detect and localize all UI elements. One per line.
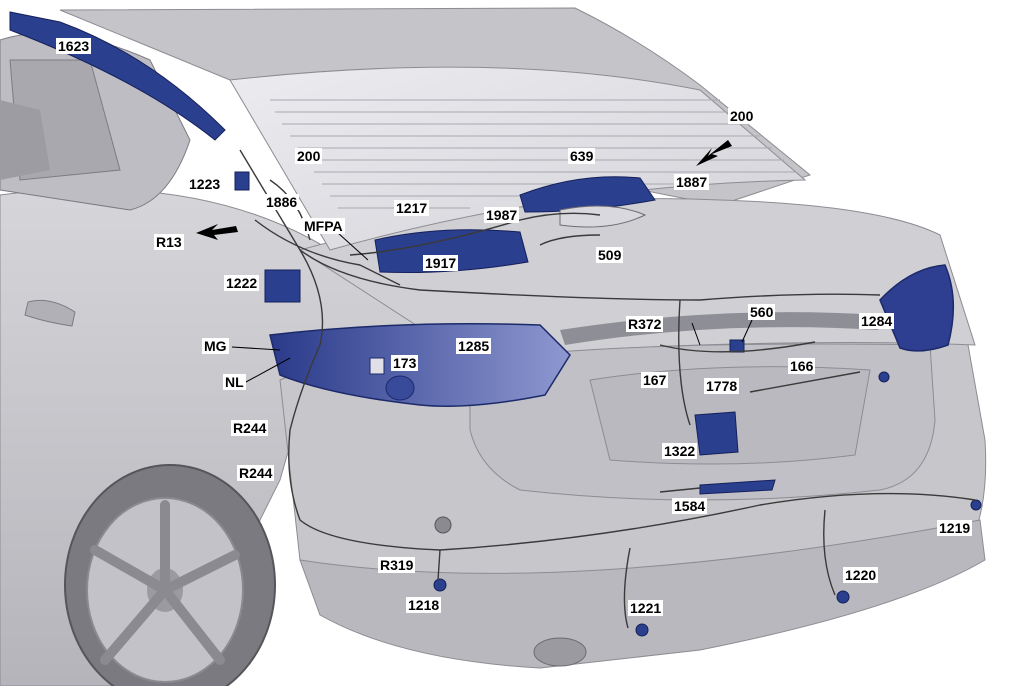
callout-1584: 1584 (672, 498, 708, 514)
callout-1285: 1285 (456, 338, 492, 354)
callout-1222: 1222 (224, 275, 260, 291)
callout-1220: 1220 (843, 567, 879, 583)
callout-509: 509 (596, 247, 624, 263)
callout-MG: MG (202, 338, 229, 354)
callout-1887: 1887 (674, 174, 710, 190)
callout-1217: 1217 (394, 200, 430, 216)
callout-167: 167 (641, 372, 669, 388)
callout-1623: 1623 (56, 38, 92, 54)
callout-639: 639 (568, 148, 596, 164)
callout-R13: R13 (154, 234, 184, 250)
callout-200-right: 200 (728, 108, 756, 124)
component-brake-light (519, 176, 656, 228)
arrow-icons (196, 140, 732, 240)
parking-sensors (433, 371, 982, 637)
callout-1322: 1322 (662, 443, 698, 459)
callout-1218: 1218 (406, 597, 442, 613)
callout-1221: 1221 (628, 600, 664, 616)
rear-window (229, 66, 807, 251)
callout-1886: 1886 (264, 194, 300, 210)
callout-1917: 1917 (423, 255, 459, 271)
callout-NL: NL (223, 374, 246, 390)
tail-lamp-left (269, 323, 571, 407)
callout-1219: 1219 (937, 520, 973, 536)
callout-R244-upper: R244 (231, 420, 269, 436)
callout-R319: R319 (378, 557, 416, 573)
tail-lamp-right (879, 264, 955, 352)
callout-MFPA: MFPA (302, 218, 345, 234)
exhaust-pipe (533, 637, 587, 667)
callout-R372: R372 (626, 316, 664, 332)
rear-wheel (64, 464, 276, 686)
callout-1223: 1223 (187, 176, 223, 192)
door-handle (24, 299, 76, 327)
callout-1284: 1284 (859, 313, 895, 329)
component-module-1223 (234, 171, 250, 191)
callout-560: 560 (748, 304, 776, 320)
component-module-1222 (264, 269, 301, 303)
callout-200-left: 200 (295, 148, 323, 164)
component-trim-1584 (699, 479, 776, 495)
component-fuse-box (374, 229, 529, 274)
callout-1987: 1987 (484, 207, 520, 223)
callout-173: 173 (391, 355, 419, 371)
leader-lines (231, 232, 753, 383)
component-lock-1322 (694, 411, 739, 456)
callout-166: 166 (788, 358, 816, 374)
callout-1778: 1778 (704, 378, 740, 394)
callout-R244-lower: R244 (237, 465, 275, 481)
